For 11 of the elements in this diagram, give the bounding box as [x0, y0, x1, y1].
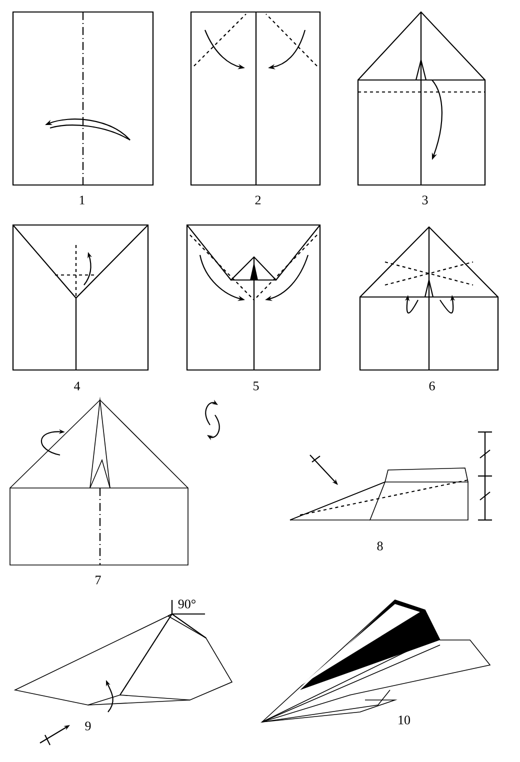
step-number: 8	[377, 542, 383, 550]
angle-label: 90°	[178, 600, 196, 608]
step-number: 1	[80, 196, 84, 204]
step-number: 2	[255, 196, 261, 204]
step-number: 9	[85, 722, 91, 730]
step-number: 3	[422, 196, 428, 204]
step-number: 6	[429, 382, 435, 390]
step-number: 10	[398, 716, 410, 724]
step-number: 4	[74, 382, 80, 390]
step-number: 5	[254, 382, 259, 390]
step-number: 7	[96, 576, 101, 584]
